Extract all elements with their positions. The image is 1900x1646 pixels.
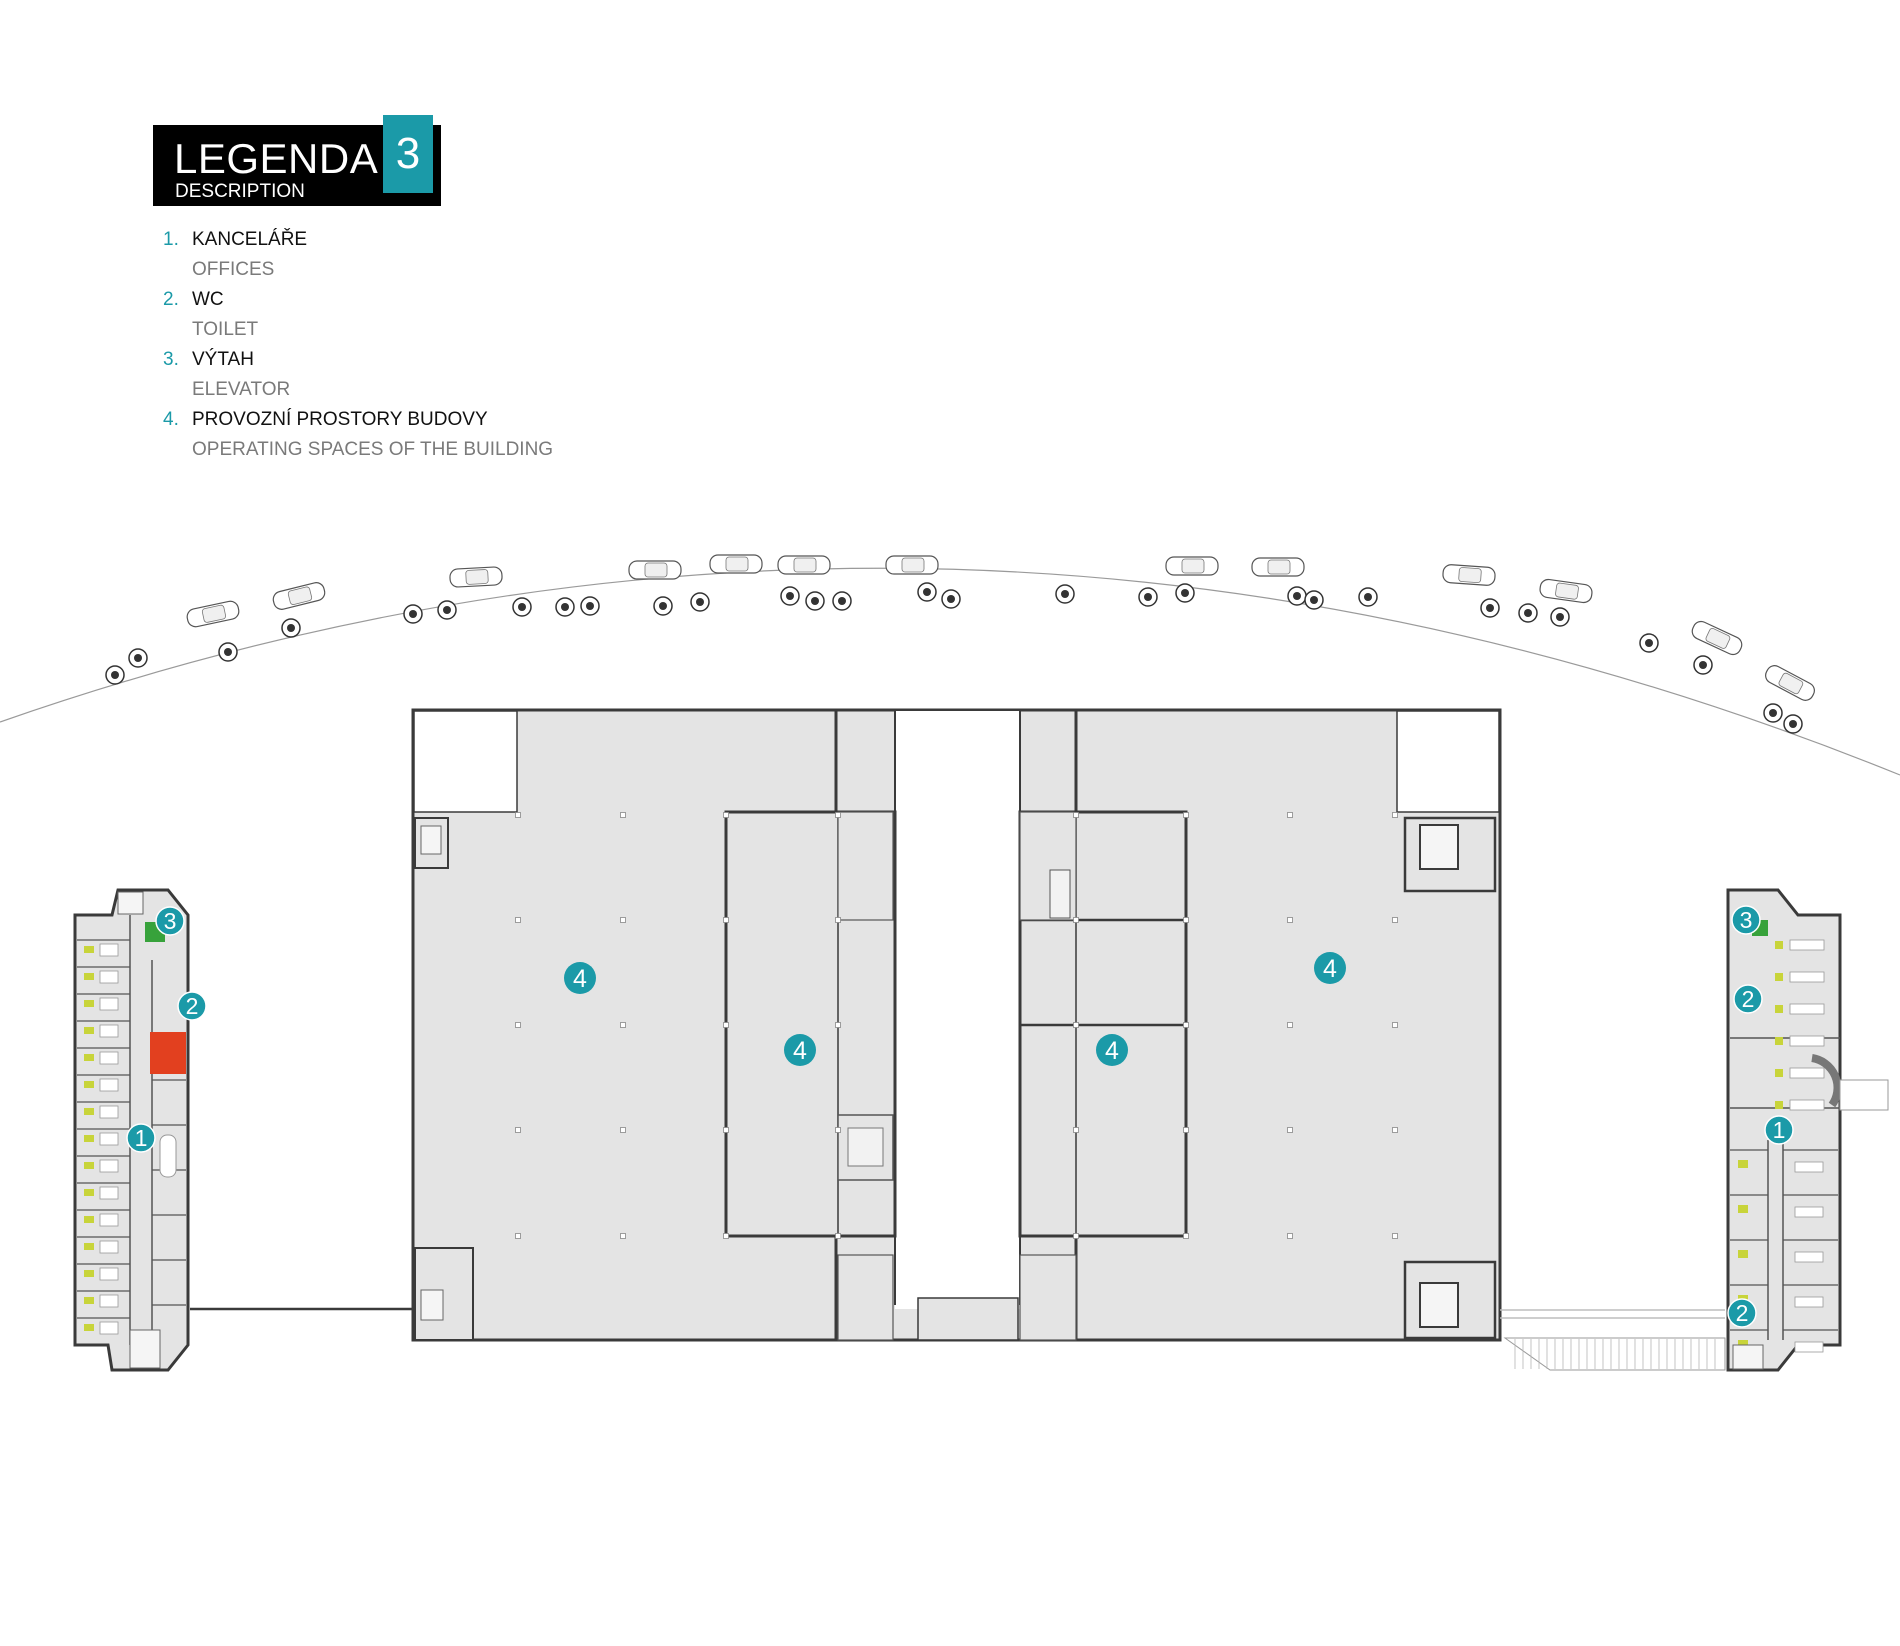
trees <box>105 582 1803 734</box>
tree-icon <box>1055 584 1075 604</box>
tree-icon <box>1763 703 1783 723</box>
parked-cars <box>186 554 1815 701</box>
tree-icon <box>281 618 301 638</box>
tree-icon <box>105 665 125 685</box>
legend-item-number: 2. <box>163 289 179 310</box>
legend-item-translation: TOILET <box>192 319 259 340</box>
tree-icon <box>653 596 673 616</box>
car-icon <box>186 600 240 628</box>
marker-elevator: 3 <box>155 906 185 936</box>
car-icon <box>1442 564 1496 586</box>
car-icon <box>449 566 503 588</box>
tree-icon <box>580 596 600 616</box>
car-icon <box>1165 556 1219 576</box>
marker-toilet: 2 <box>177 991 207 1021</box>
car-icon <box>628 560 682 580</box>
legend-item-translation: OPERATING SPACES OF THE BUILDING <box>192 439 554 460</box>
svg-text:3: 3 <box>1740 907 1753 933</box>
svg-text:4: 4 <box>1105 1037 1119 1065</box>
legend-title: LEGENDA <box>174 135 379 182</box>
right-office-wing <box>1726 888 1889 1372</box>
svg-text:1: 1 <box>1773 1117 1786 1143</box>
car-icon <box>272 582 326 610</box>
legend-item-label: VÝTAH <box>192 349 254 370</box>
marker-toilet: 2 <box>1727 1298 1757 1328</box>
svg-text:2: 2 <box>186 993 199 1019</box>
tree-icon <box>128 648 148 668</box>
car-icon <box>885 555 939 575</box>
tree-icon <box>917 582 937 602</box>
legend-item-label: WC <box>192 289 224 310</box>
svg-text:2: 2 <box>1742 986 1755 1012</box>
legend-header: LEGENDA DESCRIPTION 3 <box>153 115 441 206</box>
legend-item-number: 3. <box>163 349 179 370</box>
car-icon <box>1765 665 1815 701</box>
tree-icon <box>805 591 825 611</box>
marker-offices: 1 <box>126 1123 156 1153</box>
tree-icon <box>1550 607 1570 627</box>
legend-item-number: 1. <box>163 229 179 250</box>
svg-text:2: 2 <box>1736 1300 1749 1326</box>
marker-toilet: 2 <box>1733 984 1763 1014</box>
tree-icon <box>1175 583 1195 603</box>
marker-operating-spaces: 4 <box>564 962 596 994</box>
marker-elevator: 3 <box>1731 905 1761 935</box>
tree-icon <box>941 589 961 609</box>
ramp <box>1503 1337 1726 1371</box>
tree-icon <box>403 604 423 624</box>
tree-icon <box>1639 633 1659 653</box>
tree-icon <box>1693 655 1713 675</box>
marker-operating-spaces: 4 <box>1314 952 1346 984</box>
tree-icon <box>780 586 800 606</box>
tree-icon <box>1287 586 1307 606</box>
main-building <box>411 708 1502 1342</box>
tree-icon <box>1783 714 1803 734</box>
car-icon <box>709 554 763 574</box>
car-icon <box>1251 557 1305 577</box>
car-icon <box>1691 620 1743 656</box>
tree-icon <box>1518 603 1538 623</box>
svg-text:3: 3 <box>164 908 177 934</box>
tree-icon <box>690 592 710 612</box>
wc-red-area <box>150 1032 186 1074</box>
marker-offices: 1 <box>1764 1115 1794 1145</box>
tree-icon <box>555 597 575 617</box>
legend-item-number: 4. <box>163 409 179 430</box>
svg-text:4: 4 <box>793 1037 807 1065</box>
tree-icon <box>1480 598 1500 618</box>
road-curve <box>0 567 1900 776</box>
tree-icon <box>1304 590 1324 610</box>
legend-item-label: PROVOZNÍ PROSTORY BUDOVY <box>192 409 488 430</box>
tree-icon <box>218 642 238 662</box>
legend-item-translation: OFFICES <box>192 259 275 280</box>
svg-text:4: 4 <box>573 965 587 993</box>
tree-icon <box>512 597 532 617</box>
legend-item-label: KANCELÁŘE <box>192 229 308 250</box>
tree-icon <box>437 600 457 620</box>
car-icon <box>1539 578 1593 604</box>
floor-number-badge: 3 <box>383 115 433 193</box>
tree-icon <box>1358 587 1378 607</box>
svg-text:1: 1 <box>135 1125 148 1151</box>
svg-text:4: 4 <box>1323 955 1337 983</box>
tree-icon <box>1138 587 1158 607</box>
car-icon <box>777 555 831 575</box>
legend-subtitle: DESCRIPTION <box>175 181 305 202</box>
tree-icon <box>832 591 852 611</box>
legend-item-translation: ELEVATOR <box>192 379 291 400</box>
marker-operating-spaces: 4 <box>1096 1034 1128 1066</box>
marker-operating-spaces: 4 <box>784 1034 816 1066</box>
